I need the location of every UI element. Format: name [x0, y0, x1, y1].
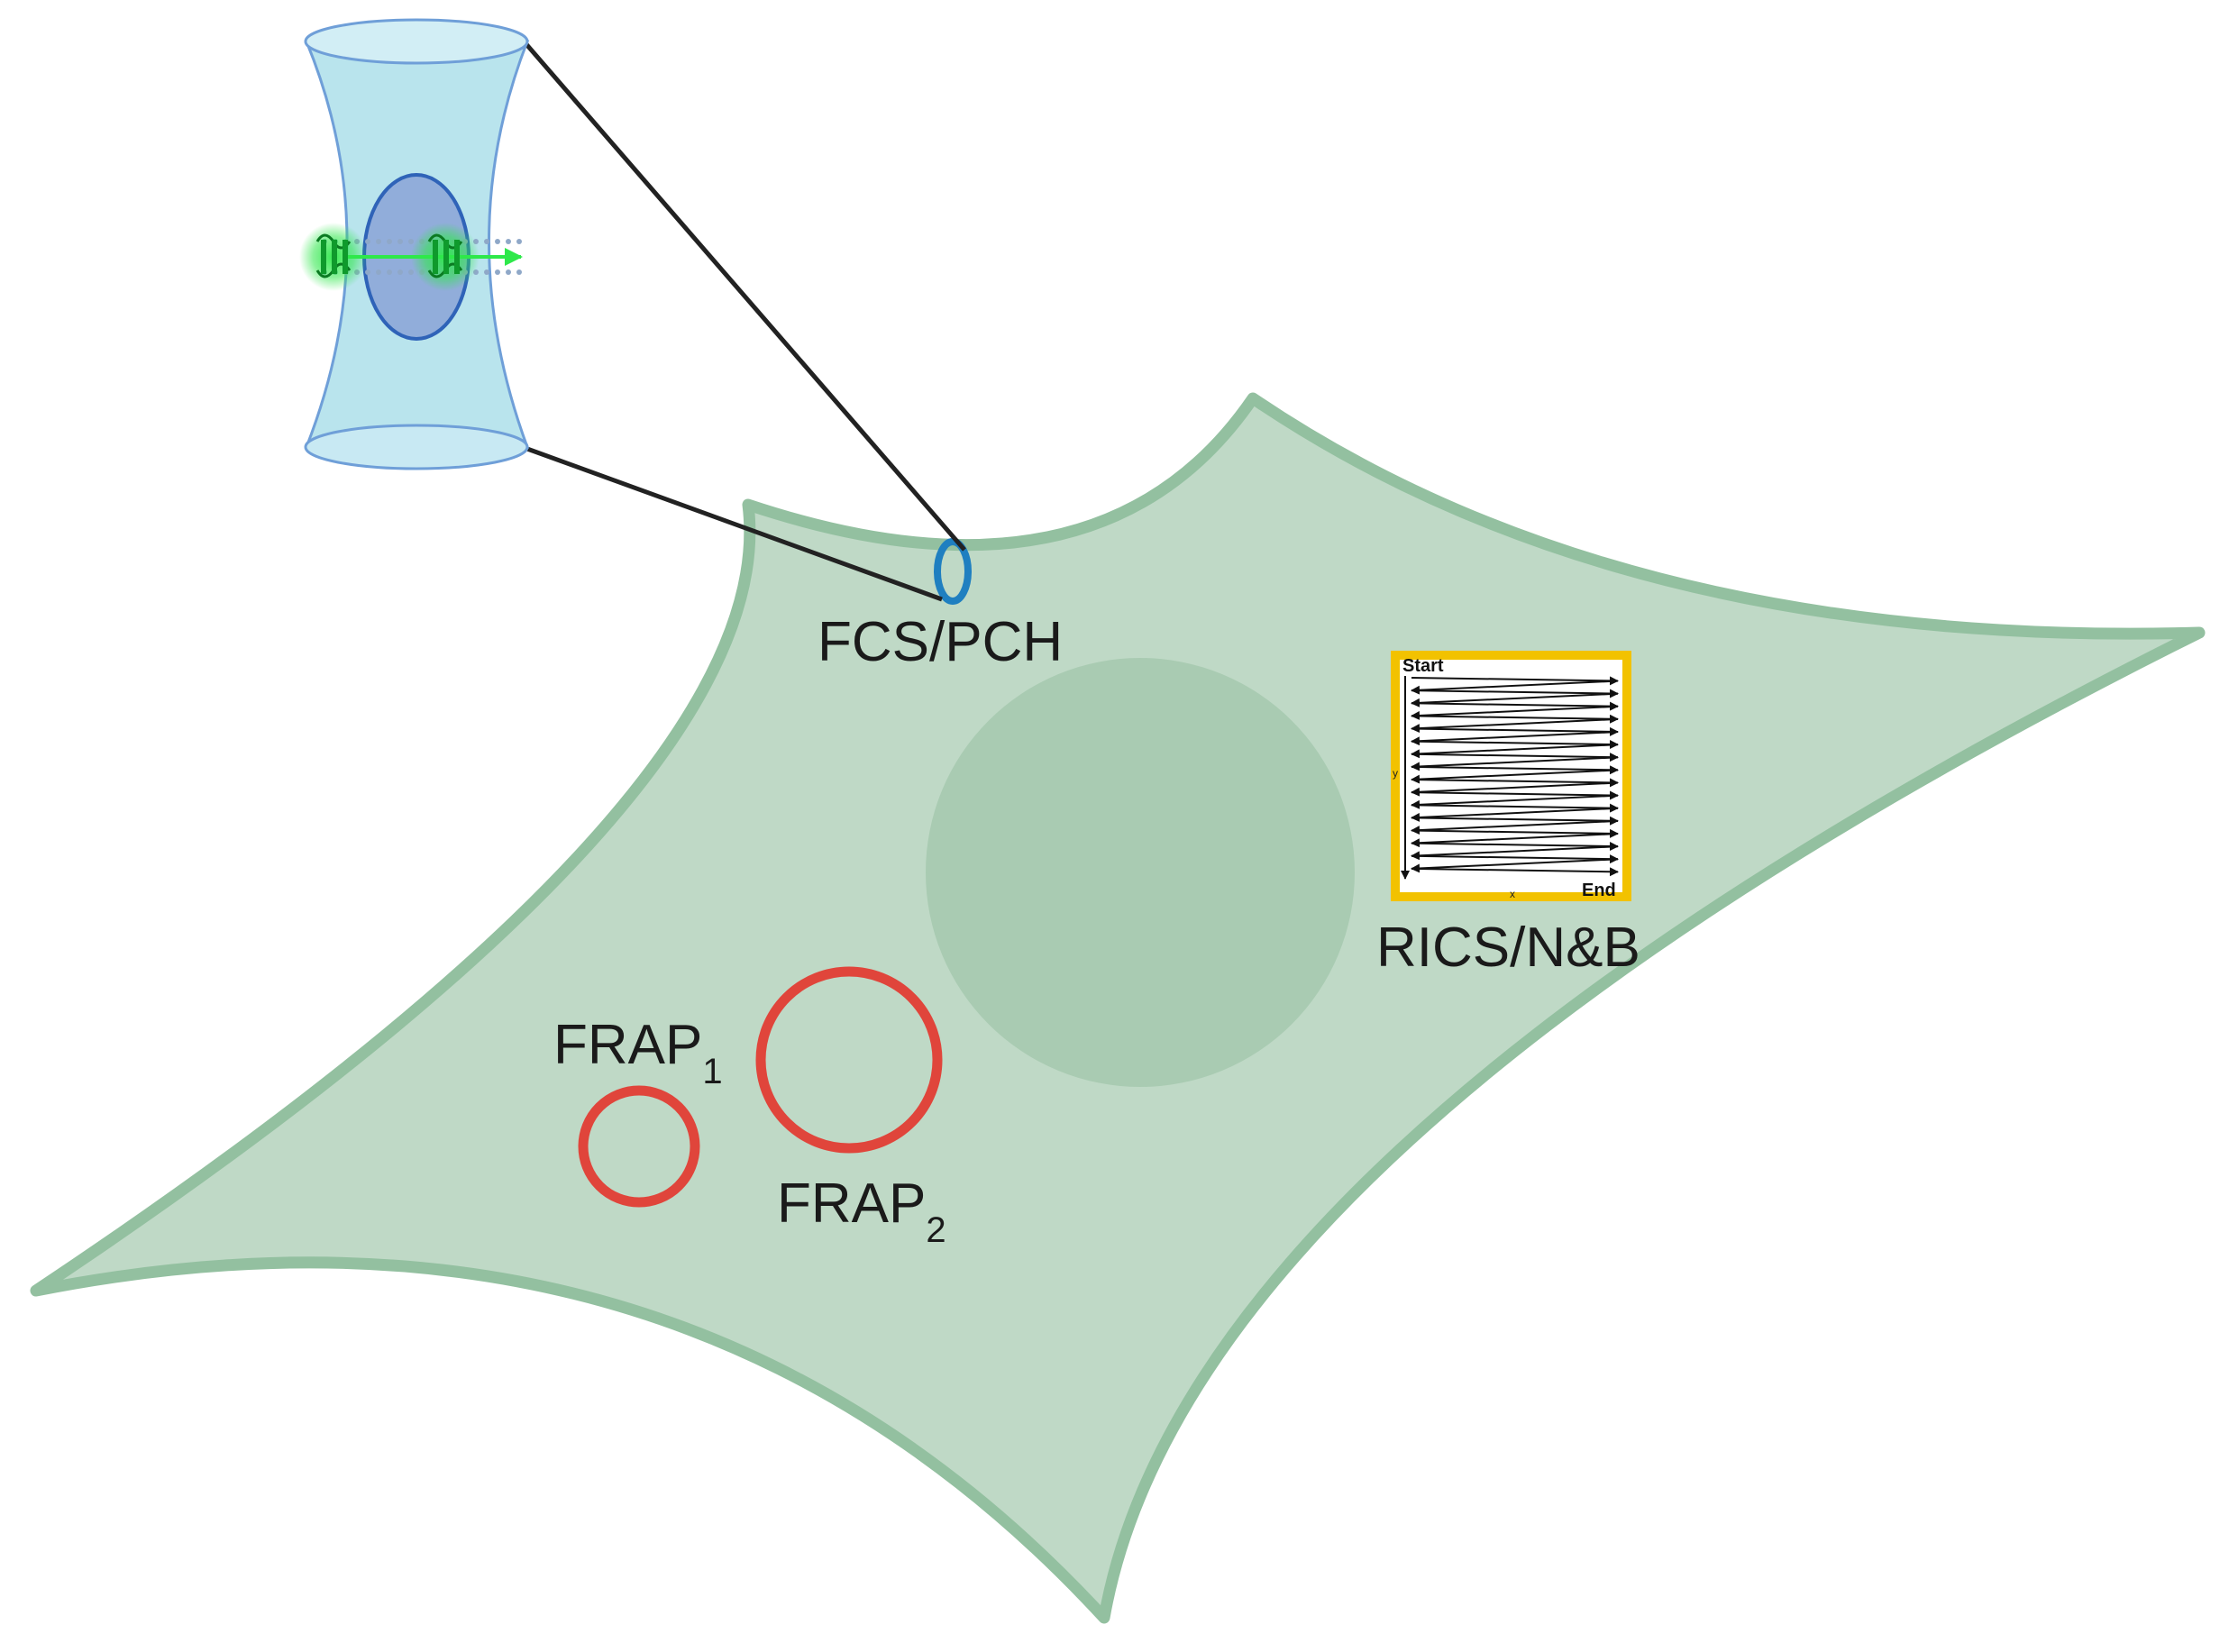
scan-line-return: [1411, 731, 1619, 746]
frap2-label-main: FRAP: [777, 1173, 926, 1235]
green-fluorescent-protein-icon: [411, 223, 480, 291]
scan-line-forward: [1411, 753, 1619, 762]
scan-y-axis-label: y: [1393, 767, 1398, 780]
scan-line-return: [1411, 692, 1619, 707]
frap2-label-subscript: 2: [926, 1210, 945, 1250]
nucleus: [926, 658, 1355, 1087]
scan-line-return: [1411, 717, 1619, 734]
scan-line-forward: [1411, 778, 1619, 788]
scan-line-forward: [1411, 765, 1619, 775]
zoom-line-bottom: [526, 446, 943, 602]
scan-line-forward: [1411, 676, 1619, 686]
scan-line-return: [1411, 845, 1619, 861]
scan-line-return: [1411, 858, 1619, 873]
scan-path: [1411, 676, 1619, 877]
scan-line-forward: [1411, 828, 1619, 838]
frap1-bleach-region[interactable]: [578, 1085, 700, 1208]
scan-line-return: [1411, 794, 1619, 809]
scan-line-return: [1411, 807, 1619, 822]
scan-line-return: [1411, 680, 1619, 695]
scan-line-return: [1411, 769, 1619, 784]
frap1-label-subscript: 1: [702, 1052, 722, 1091]
scan-line-return: [1411, 744, 1619, 759]
scan-end-label: End: [1582, 881, 1616, 900]
scan-line-forward: [1411, 803, 1619, 813]
scan-start-label: Start: [1402, 656, 1444, 676]
frap1-label: FRAP1: [553, 1014, 723, 1091]
fcs-pch-label: FCS/PCH: [818, 611, 1063, 673]
scan-x-axis-label: x: [1510, 888, 1515, 900]
raster-scan-region[interactable]: Start End x y: [1391, 651, 1631, 901]
scan-line-forward: [1411, 701, 1619, 711]
scan-line-return: [1411, 833, 1619, 848]
scan-line-forward: [1411, 816, 1619, 826]
scan-line-forward: [1411, 854, 1619, 864]
scan-line-forward: [1411, 689, 1619, 698]
scan-line-return: [1411, 819, 1619, 835]
frap2-label: FRAP2: [777, 1173, 946, 1250]
rics-nb-label: RICS/N&B: [1376, 917, 1640, 979]
frap1-label-main: FRAP: [553, 1014, 702, 1076]
frap2-bleach-region[interactable]: [755, 966, 943, 1154]
scan-line-forward: [1411, 842, 1619, 852]
scan-line-return: [1411, 781, 1619, 797]
scan-line-forward: [1411, 867, 1619, 877]
scan-line-forward: [1411, 740, 1619, 750]
scan-line-forward: [1411, 726, 1619, 736]
fcs-detection-spot[interactable]: [934, 538, 972, 605]
green-fluorescent-protein-icon: [299, 223, 368, 291]
scan-line-return: [1411, 705, 1619, 720]
scan-line-forward: [1411, 714, 1619, 724]
scan-line-return: [1411, 756, 1619, 771]
zoom-line-top: [524, 41, 966, 552]
scan-line-forward: [1411, 790, 1619, 800]
